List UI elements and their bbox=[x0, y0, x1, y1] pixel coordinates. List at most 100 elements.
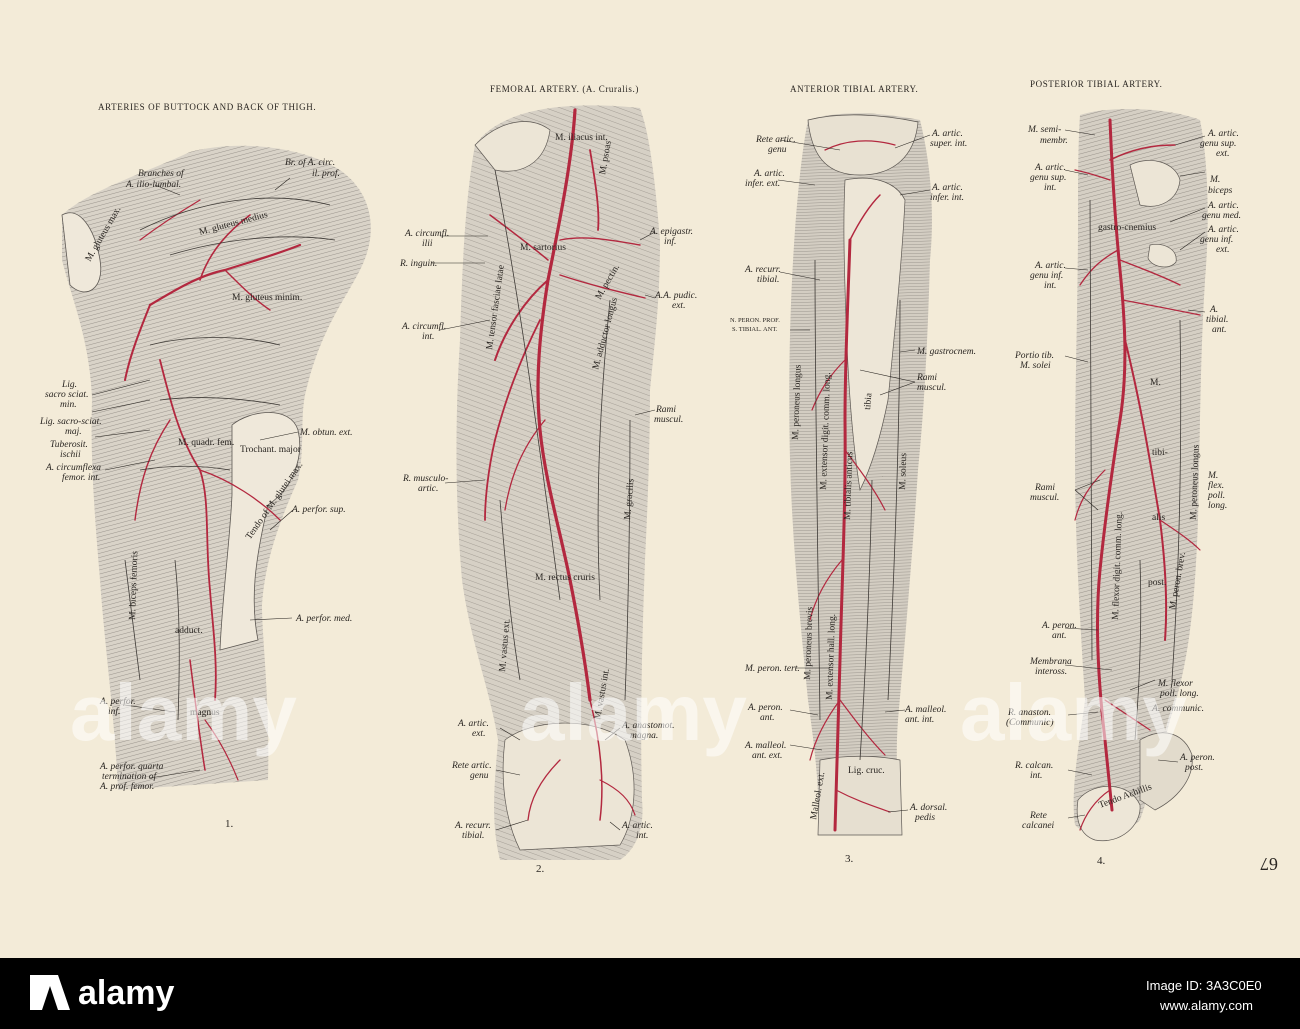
fig4-genu-sup-ext-label: A. artic.genu sup.ext. bbox=[1200, 129, 1239, 159]
fig3-peron-tert-label: M. peron. tert. bbox=[744, 664, 800, 674]
foot bbox=[1139, 732, 1193, 811]
fig1-circ-label: Br. of A. circ.il. prof. bbox=[285, 157, 340, 179]
m-lig-cruc: Lig. cruc. bbox=[848, 766, 885, 776]
fig2-pudic-label: A.A. pudic.ext. bbox=[654, 291, 697, 311]
fig1-obtun-label: M. obtun. ext. bbox=[299, 428, 353, 438]
fig2-musculo-label: R. musculo-artic. bbox=[402, 474, 448, 494]
figure-1-arteries bbox=[124, 199, 302, 781]
figure-number-2: 2. bbox=[536, 863, 545, 875]
fig2-artic-ext-label: A. artic.ext. bbox=[457, 719, 489, 739]
fig1-lig-min-label: Lig.sacro sciat.min. bbox=[45, 380, 88, 410]
fig2-recurr-label: A. recurr.tibial. bbox=[454, 821, 491, 841]
m-rectus: M. rectus cruris bbox=[535, 573, 595, 583]
fig4-peron-post-label: A. peron.post. bbox=[1179, 753, 1215, 773]
fig4-biceps-label: M.biceps bbox=[1208, 175, 1233, 196]
image-id: Image ID: 3A3C0E0 bbox=[1146, 978, 1262, 993]
fig3-recurr-label: A. recurr.tibial. bbox=[744, 265, 781, 285]
fig2-rete-label: Rete artic.genu bbox=[451, 761, 492, 781]
m-post: post. bbox=[1148, 578, 1166, 588]
title-posterior-tibial: POSTERIOR TIBIAL ARTERY. bbox=[1030, 79, 1162, 89]
fig3-artic-super-int-label: A. artic.super. int. bbox=[930, 129, 967, 149]
fig4-portio-label: Portio tib.M. solei bbox=[1014, 351, 1054, 371]
fig4-anaston-label: R. anaston.(Communic) bbox=[1006, 708, 1054, 728]
fig3-artic-infer-ext-label: A. artic.infer. ext. bbox=[745, 169, 785, 189]
m-quadr: M. quadr. fem. bbox=[178, 437, 234, 448]
fig3-rete-label: Rete artic.genu bbox=[755, 135, 796, 155]
fig2-epigastr-label: A. epigastr.inf. bbox=[649, 227, 693, 247]
m-gluteus-min: M. gluteus minim. bbox=[232, 293, 302, 303]
figure-number-4: 4. bbox=[1097, 855, 1106, 867]
m-tibi: tibi- bbox=[1152, 448, 1168, 458]
m-gastro: gastro-cnemius bbox=[1098, 223, 1156, 233]
figure-3-anterior-tibial: M. peroneus longus M. extensor digit. co… bbox=[730, 113, 976, 836]
stock-bar bbox=[0, 958, 1300, 1029]
fig1-perfor-inf-label: A. perfor.inf. bbox=[99, 696, 136, 717]
m-alis: alis bbox=[1152, 513, 1165, 523]
fig4-genu-inf-int-label: A. artic.genu inf.int. bbox=[1030, 261, 1066, 291]
femur-bone bbox=[219, 412, 301, 651]
m-ext-comm: M. extensor digit. comm. long. bbox=[819, 372, 833, 490]
fig2-circumfl-ilii-label: A. circumfl.ilii bbox=[404, 228, 449, 249]
fig4-genu-inf-ext-label: A. artic.genu inf.ext. bbox=[1200, 225, 1239, 255]
title-buttock: ARTERIES OF BUTTOCK AND BACK OF THIGH. bbox=[98, 102, 316, 112]
m-magnus: magnus bbox=[190, 708, 220, 718]
alamy-logo-icon bbox=[30, 975, 70, 1010]
fig1-perfor-sup-label: A. perfor. sup. bbox=[291, 504, 346, 515]
m-biceps: M. biceps femoris bbox=[127, 551, 140, 621]
m-peroneus-longus: M. peroneus longus bbox=[791, 364, 804, 440]
m-peroneus-brevis: M. peroneus brevis bbox=[803, 606, 816, 680]
fig4-flex-poll-label: M.flex.poll.long. bbox=[1207, 471, 1227, 511]
m-tib-ant: M. tibialis anticus bbox=[843, 451, 855, 520]
m-tibia: tibia bbox=[863, 392, 875, 410]
m-trochant: Trochant. major bbox=[240, 445, 302, 455]
fig3-malleol-int-label: A. malleol.ant. int. bbox=[904, 705, 946, 725]
fig4-calcan-label: R. calcan.int. bbox=[1014, 761, 1053, 781]
m-flexor-long: M. flexor digit. comm. long. bbox=[1110, 512, 1125, 621]
m-m: M. bbox=[1150, 378, 1161, 388]
fig2-inguin-label: R. inguin. bbox=[399, 259, 437, 269]
fig4-tibial-ant-label: A.tibial.ant. bbox=[1206, 305, 1228, 335]
figure-4-arteries bbox=[1074, 118, 1201, 831]
title-anterior-tibial: ANTERIOR TIBIAL ARTERY. bbox=[790, 84, 918, 94]
fig2-artic-int-label: A. artic.int. bbox=[621, 821, 653, 841]
fig4-semi-label: M. semi-membr. bbox=[1027, 125, 1068, 146]
fig2-circumfl-int-label: A. circumfl.int. bbox=[401, 321, 446, 342]
fig4-genu-med-label: A. artic.genu med. bbox=[1202, 201, 1241, 221]
fig3-soleus-label: M. soleus bbox=[898, 453, 909, 491]
fig3-n-peron-label: N. PERON. PROF.S. TIBIAL. ANT. bbox=[730, 317, 780, 333]
m-peroneus-longus-4: M. peroneus longus bbox=[1189, 444, 1202, 520]
site-url: www.alamy.com bbox=[1159, 998, 1253, 1013]
m-ext-hall: M. extensor hall. long. bbox=[825, 614, 838, 700]
m-adduct: adduct. bbox=[175, 626, 203, 636]
fig3-gastrocnem-label: M. gastrocnem. bbox=[916, 347, 976, 357]
watermark-right: alamy bbox=[960, 668, 1187, 757]
figure-1-buttock: M. gluteus max. M. gluteus medius M. glu… bbox=[39, 145, 371, 792]
figure-number-1: 1. bbox=[225, 818, 234, 830]
knee-area bbox=[502, 722, 635, 851]
m-vastus: M. vastus ext. bbox=[498, 618, 513, 672]
fig4-a-peron-ant-label: A. peron.ant. bbox=[1041, 621, 1077, 641]
figure-number-3: 3. bbox=[845, 853, 854, 865]
tibia-bone bbox=[843, 177, 906, 492]
fig1-tuberosit-label: Tuberosit.ischii bbox=[50, 440, 88, 460]
fig1-perfor-med-label: A. perfor. med. bbox=[295, 613, 352, 624]
m-gracilis: M. gracilis bbox=[623, 478, 637, 520]
fig4-genu-sup-int-label: A. artic.genu sup.int. bbox=[1030, 163, 1066, 193]
figure-4-posterior-tibial: gastro-cnemius M. tibi- alis post. M. pe… bbox=[1006, 108, 1241, 842]
alamy-logo-text: alamy bbox=[78, 974, 174, 1012]
alamy-logo: alamy bbox=[30, 974, 174, 1012]
fig4-communic-label: A. communic. bbox=[1151, 704, 1204, 714]
figure-3-arteries bbox=[809, 140, 896, 832]
watermark-center: alamy bbox=[520, 668, 747, 757]
figure-2-femoral: M. iliacus int. M. psoas M. sartorius M.… bbox=[399, 105, 697, 860]
